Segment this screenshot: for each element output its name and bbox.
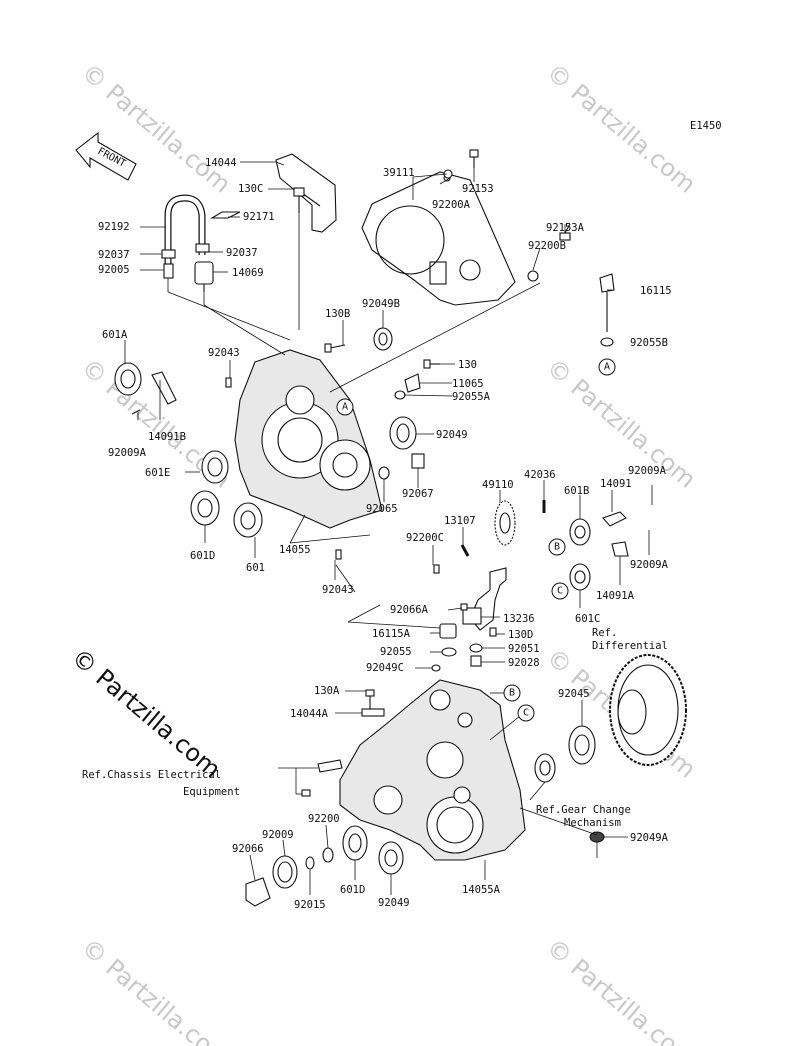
part-number: 11065 [452,378,484,390]
reference-labels: Ref. Differential Ref.Chassis Electrical… [82,627,668,829]
part-number: 92049B [362,298,400,310]
gasket-39111 [361,171,516,306]
part-number: 92009 [262,829,294,841]
part-number: 92043 [208,347,240,359]
callout-a: A [604,362,610,373]
ref-differential: Differential [592,640,668,652]
part-number: 92066 [232,843,264,855]
callout-c: C [557,586,563,597]
part-number: 92028 [508,657,540,669]
part-number: 130B [325,308,350,320]
ref-gear-change: Ref.Gear Change [536,804,631,816]
part-number: 92055 [380,646,412,658]
ref-gear-change: Mechanism [564,817,621,829]
part-number: 92009A [628,465,667,477]
part-number: 92067 [402,488,434,500]
part-number: 16115 [640,285,672,297]
part-number: 92049C [366,662,404,674]
part-number: 14069 [232,267,264,279]
part-number: 92037 [98,249,130,261]
bracket-14044 [275,153,337,233]
part-number: 92153A [546,222,585,234]
watermark: © Partzilla.com [541,58,701,198]
part-number: 92200 [308,813,340,825]
part-number: 130A [314,685,340,697]
part-number: 92049 [436,429,468,441]
ref-chassis-electrical: Ref.Chassis Electrical [82,769,221,781]
part-number: 601 [246,562,265,574]
watermark: © Partzilla.com [76,58,236,198]
part-number: 92200A [432,199,471,211]
part-number: 92005 [98,264,130,276]
diagram-code: E1450 [690,120,722,132]
part-number: 92200B [528,240,566,252]
part-number: 601D [340,884,365,896]
part-number: 92055B [630,337,668,349]
copyright-text: © Partzilla.com [66,643,226,783]
part-number: 14055 [279,544,311,556]
part-number: 14091A [596,590,635,602]
part-number: 92045 [558,688,590,700]
leader-lines [124,161,653,895]
part-number: 92055A [452,391,491,403]
part-number: 601C [575,613,600,625]
part-number: 92171 [243,211,275,223]
part-number: 92043 [322,584,354,596]
part-number: 16115A [372,628,411,640]
part-number: 601A [102,329,128,341]
part-number: 130 [458,359,477,371]
part-number: 49110 [482,479,514,491]
part-number: 92009A [108,447,147,459]
part-number: 130C [238,183,263,195]
callout-b: B [509,688,515,699]
part-number: 14091B [148,431,186,443]
part-number: 14055A [462,884,501,896]
ref-chassis-electrical: Equipment [183,786,240,798]
part-number: 601B [564,485,589,497]
callout-circles: A A B C B C [336,358,616,722]
part-number: 39111 [383,167,415,179]
part-number: 14091 [600,478,632,490]
part-labels: 14044 130C 92171 92192 92037 92037 92005… [98,157,672,911]
part-number: 13236 [503,613,535,625]
part-number: 601D [190,550,215,562]
front-arrow-icon: FRONT [75,131,137,181]
part-number: 92037 [226,247,258,259]
part-number: 601E [145,467,170,479]
callout-a: A [342,402,348,413]
part-number: 92153 [462,183,494,195]
part-number: 92192 [98,221,130,233]
part-number: 92066A [390,604,429,616]
part-number: 14044 [205,157,237,169]
callout-c: C [523,708,529,719]
part-number: 92009A [630,559,669,571]
part-number: 92049 [378,897,410,909]
watermark: © Partzilla.com [76,933,236,1046]
watermark: © Partzilla.com [541,353,701,493]
part-number: 130D [508,629,533,641]
part-number: 92015 [294,899,326,911]
part-number: 13107 [444,515,476,527]
lower-assembly [245,654,687,907]
part-number: 14044A [290,708,329,720]
part-number: 92051 [508,643,540,655]
ref-differential: Ref. [592,627,617,639]
part-number: 92200C [406,532,444,544]
watermark: © Partzilla.com [541,933,701,1046]
part-number: 42036 [524,469,556,481]
part-number: 92049A [630,832,669,844]
callout-b: B [554,542,560,553]
part-number: 92065 [366,503,398,515]
